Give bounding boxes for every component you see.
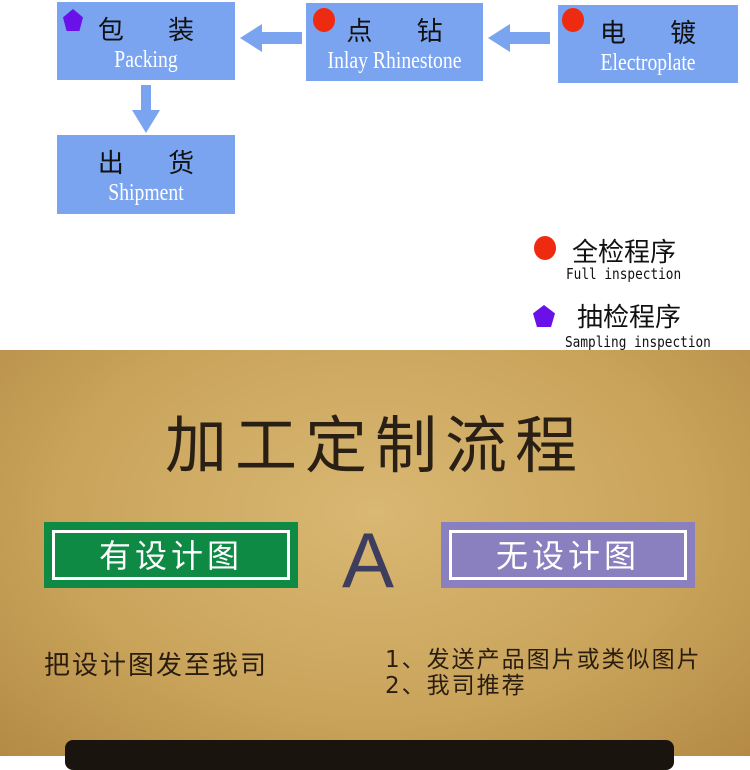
step-label-cn: 出 货 (97, 149, 213, 179)
step-label-en: Electroplate (600, 50, 696, 76)
legend-sampling-en: Sampling inspection (565, 333, 711, 351)
full-marker-icon (313, 8, 335, 32)
without-design-step-2: 2、我司推荐 (385, 673, 527, 699)
arrow-left-icon (240, 24, 302, 52)
step-label-en: Packing (114, 47, 178, 73)
legend-full-label: 全检程序 (572, 238, 677, 268)
separator-letter: A (342, 516, 395, 604)
legend-sampling-icon (533, 305, 555, 327)
without-design-step-1: 1、发送产品图片或类似图片 (385, 647, 702, 673)
step-label-en: Inlay Rhinestone (327, 48, 462, 74)
step-label-cn: 包 装 (97, 16, 213, 46)
with-design-step: 把设计图发至我司 (44, 651, 269, 681)
step-label-cn: 电 镀 (599, 19, 715, 49)
option-without-design: 无设计图 (441, 522, 695, 588)
step-label-en: Shipment (108, 180, 184, 206)
section-title: 加工定制流程 (164, 409, 585, 482)
legend-full-icon (534, 236, 556, 260)
step-packing: 包 装 Packing (57, 2, 235, 80)
option-without-design-label: 无设计图 (449, 530, 687, 580)
step-label-cn: 点 钻 (346, 17, 461, 47)
step-inlay-rhinestone: 点 钻 Inlay Rhinestone (306, 3, 483, 81)
legend-sampling-label: 抽检程序 (577, 303, 682, 333)
option-with-design: 有设计图 (44, 522, 298, 588)
step-shipment: 出 货 Shipment (57, 135, 235, 214)
full-marker-icon (562, 8, 584, 32)
option-with-design-label: 有设计图 (52, 530, 290, 580)
dark-banner (65, 740, 674, 770)
arrow-left-icon (488, 24, 550, 52)
legend-full-en: Full inspection (566, 265, 682, 283)
arrow-down-icon (132, 85, 160, 133)
sampling-marker-icon (63, 9, 83, 31)
step-electroplate: 电 镀 Electroplate (558, 5, 738, 83)
